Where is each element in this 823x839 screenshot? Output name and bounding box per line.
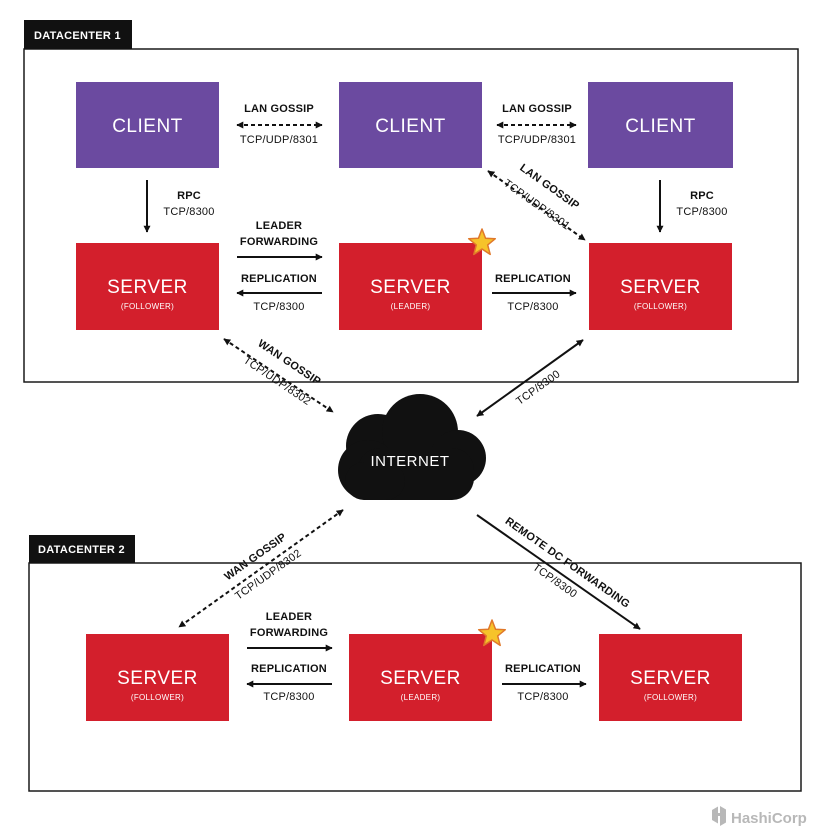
dc2-server-leader-role: (LEADER) — [401, 693, 441, 702]
remote-dc-forwarding-arrow — [476, 514, 641, 630]
rpc-right-title: RPC — [690, 190, 714, 202]
hashicorp-logo-icon — [712, 806, 726, 826]
client-node-1-label: CLIENT — [112, 116, 183, 137]
dc2-server-follower-right: SERVER (FOLLOWER) — [599, 634, 742, 721]
dc2-replication-right-title: REPLICATION — [505, 663, 581, 675]
dc1-server-follower-left: SERVER (FOLLOWER) — [76, 243, 219, 330]
dc2-server-right-role: (FOLLOWER) — [644, 693, 697, 702]
dc1-leader-forwarding-line2: FORWARDING — [240, 236, 318, 248]
dc1-internet-tcp-arrow — [476, 339, 584, 417]
dc1-leader-forwarding-line1: LEADER — [256, 220, 302, 232]
client-node-2: CLIENT — [339, 82, 482, 168]
dc1-server-leader: SERVER (LEADER) — [339, 243, 482, 330]
dc2-leader-star-icon — [477, 619, 507, 647]
dc1-replication-left-title: REPLICATION — [241, 273, 317, 285]
internet-cloud: INTERNET — [338, 394, 486, 500]
cloud-icon — [338, 394, 486, 500]
client-node-3-label: CLIENT — [625, 116, 696, 137]
lan-gossip-diagonal-arrow — [487, 170, 586, 241]
dc1-server-follower-right: SERVER (FOLLOWER) — [589, 243, 732, 330]
lan-gossip-1-port: TCP/UDP/8301 — [240, 134, 318, 146]
dc2-server-right-title: SERVER — [630, 668, 711, 689]
dc2-server-left-role: (FOLLOWER) — [131, 693, 184, 702]
lan-gossip-1-title: LAN GOSSIP — [244, 103, 314, 115]
dc2-server-follower-left: SERVER (FOLLOWER) — [86, 634, 229, 721]
dc1-replication-right-port: TCP/8300 — [507, 301, 558, 313]
dc2-replication-left-title: REPLICATION — [251, 663, 327, 675]
dc1-server-right-role: (FOLLOWER) — [634, 302, 687, 311]
datacenter-2-tab — [29, 535, 135, 563]
client-node-1: CLIENT — [76, 82, 219, 168]
dc2-replication-right-port: TCP/8300 — [517, 691, 568, 703]
lan-gossip-2-title: LAN GOSSIP — [502, 103, 572, 115]
dc1-server-right-title: SERVER — [620, 277, 701, 298]
dc2-server-left-title: SERVER — [117, 668, 198, 689]
dc1-replication-right-title: REPLICATION — [495, 273, 571, 285]
internet-label: INTERNET — [371, 453, 450, 470]
dc2-replication-left-port: TCP/8300 — [263, 691, 314, 703]
dc2-leader-forwarding-line1: LEADER — [266, 611, 312, 623]
dc2-leader-forwarding-line2: FORWARDING — [250, 627, 328, 639]
hashicorp-wordmark: HashiCorp — [731, 810, 807, 827]
datacenter-1: DATACENTER 1 CLIENT CLIENT CLIENT SERVER… — [23, 20, 799, 383]
client-node-2-label: CLIENT — [375, 116, 446, 137]
rpc-left-title: RPC — [177, 190, 201, 202]
datacenter-2: DATACENTER 2 SERVER (FOLLOWER) SERVER (L… — [28, 535, 802, 792]
datacenter-1-label: DATACENTER 1 — [34, 30, 121, 42]
dc1-server-leader-role: (LEADER) — [391, 302, 431, 311]
lan-gossip-2-port: TCP/UDP/8301 — [498, 134, 576, 146]
dc1-server-left-title: SERVER — [107, 277, 188, 298]
dc1-server-leader-title: SERVER — [370, 277, 451, 298]
dc2-server-leader: SERVER (LEADER) — [349, 634, 492, 721]
dc1-replication-left-port: TCP/8300 — [253, 301, 304, 313]
client-node-3: CLIENT — [588, 82, 733, 168]
hashicorp-brand: HashiCorp — [712, 806, 807, 827]
datacenter-2-label: DATACENTER 2 — [38, 544, 125, 556]
dc1-wan-gossip-arrow — [223, 338, 334, 413]
datacenter-1-tab — [24, 20, 132, 49]
dc2-server-leader-title: SERVER — [380, 668, 461, 689]
rpc-left-port: TCP/8300 — [163, 206, 214, 218]
dc1-server-left-role: (FOLLOWER) — [121, 302, 174, 311]
rpc-right-port: TCP/8300 — [676, 206, 727, 218]
dc2-wan-gossip-arrow — [178, 509, 344, 628]
